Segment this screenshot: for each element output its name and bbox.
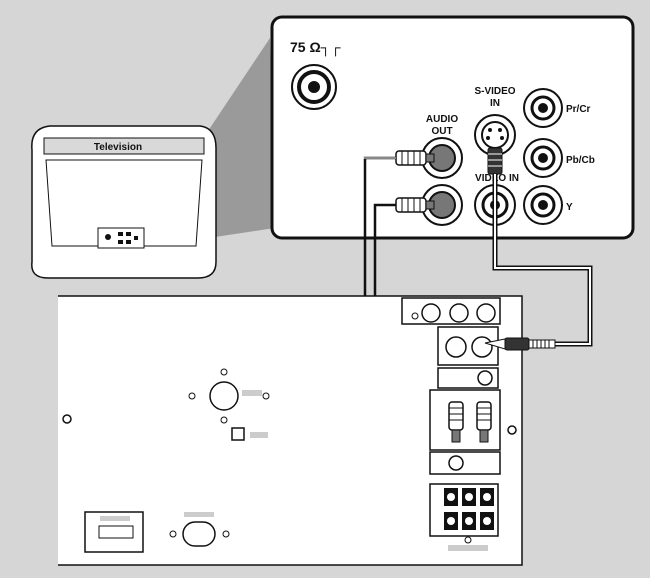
system-rear-panel — [58, 295, 556, 566]
television: Television — [31, 125, 217, 279]
svideo-label-2: IN — [490, 98, 500, 109]
tv-back-panel: 75 Ω┐┌ AUDIO OUT S-VIDEO IN VIDEO IN Pr/… — [270, 15, 635, 240]
svideo-plug-tv — [487, 147, 503, 175]
antenna-jack — [291, 64, 337, 110]
pb-cb-jack — [523, 138, 563, 178]
aux-plug-left — [448, 401, 464, 443]
svideo-plug-system — [484, 337, 556, 351]
pb-cb-label: Pb/Cb — [566, 155, 595, 166]
tv-label: Television — [94, 142, 142, 153]
y-jack — [523, 185, 563, 225]
speaker-terminals — [429, 483, 499, 551]
audio-out-label-2: OUT — [431, 126, 452, 137]
impedance-label: 75 Ω┐┌ — [290, 39, 341, 57]
svideo-label-1: S-VIDEO — [474, 86, 515, 97]
pr-cr-label: Pr/Cr — [566, 104, 591, 115]
pr-cr-jack — [523, 88, 563, 128]
y-label: Y — [566, 202, 573, 213]
aux-plug-right — [476, 401, 492, 443]
svideo-cable — [492, 174, 593, 347]
svideo-jack — [474, 114, 516, 156]
audio-plug-bottom — [395, 197, 435, 213]
audio-out-label-1: AUDIO — [426, 114, 458, 125]
